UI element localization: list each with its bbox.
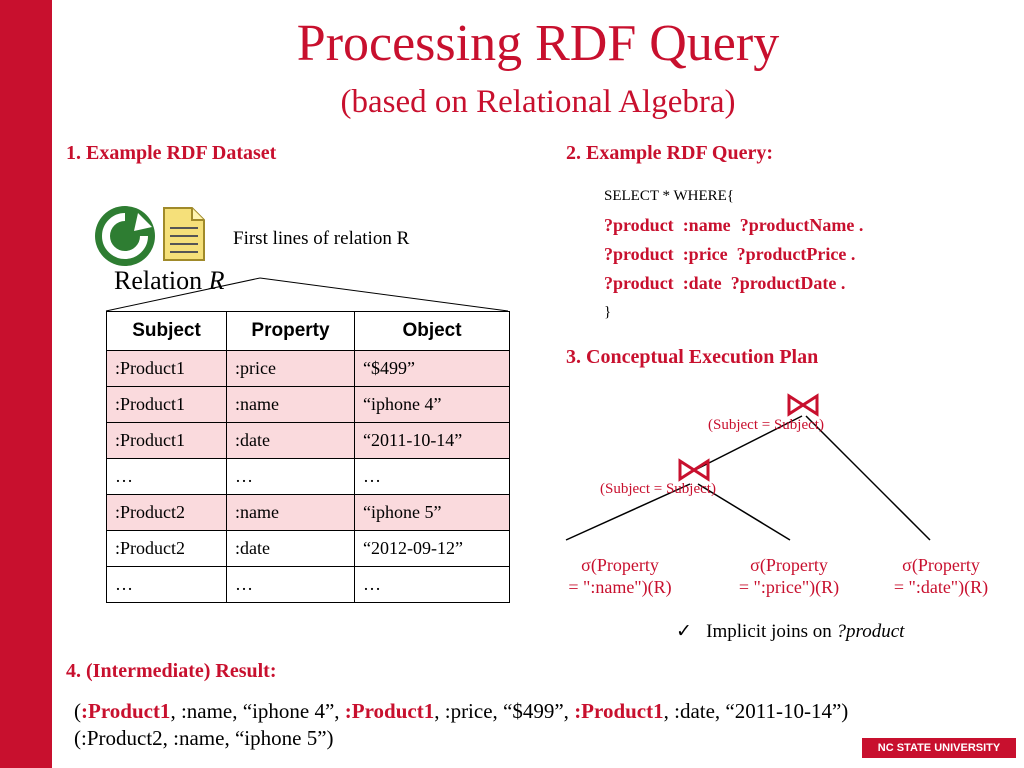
note-text: Implicit joins on (706, 621, 832, 642)
result-text: , :date, “2011-10-14”) (663, 699, 849, 723)
query-obj: ?productName (739, 215, 855, 235)
cell: … (354, 566, 510, 603)
query-prop: :date (682, 273, 722, 293)
paren: ( (74, 699, 81, 723)
join-condition-top: (Subject = Subject) (708, 417, 824, 433)
sparql-query: SELECT * WHERE{ ?product :name ?productN… (604, 182, 863, 327)
cell: … (106, 566, 227, 603)
join-icon (678, 458, 710, 482)
cell: “2012-09-12” (354, 530, 510, 567)
document-icon (163, 207, 205, 261)
result-subject: :Product1 (574, 699, 664, 723)
note-var: ?product (836, 621, 905, 642)
selection-price: σ(Property = ":price")(R) (714, 554, 864, 598)
cell: :date (226, 422, 355, 459)
query-end: . (850, 244, 856, 264)
check-icon: ✓ (676, 621, 692, 642)
cell: “$499” (354, 350, 510, 387)
query-var: ?product (604, 215, 674, 235)
query-line: ?product :name ?productName . (604, 211, 863, 240)
result-subject: :Product1 (344, 699, 435, 723)
cell: :Product1 (106, 422, 227, 459)
cell: :Product1 (106, 386, 227, 423)
result-tuples: (:Product1, :name, “iphone 4”, :Product1… (74, 698, 848, 752)
selection-line1: σ(Property (545, 554, 695, 576)
rdf-table: Subject Property Object :Product1 :price… (106, 311, 510, 603)
query-end: . (858, 215, 864, 235)
sigma: σ (581, 555, 591, 575)
query-select: SELECT * WHERE{ (604, 188, 734, 204)
table-row: … … … (106, 566, 510, 603)
table-annotation: First lines of relation R (233, 228, 410, 249)
query-obj: ?productDate (730, 273, 837, 293)
table-row: :Product2 :date “2012-09-12” (106, 530, 510, 567)
slide-subtitle: (based on Relational Algebra) (340, 84, 736, 120)
sigma: σ (902, 555, 912, 575)
cell: :Product2 (106, 530, 227, 567)
cell: “iphone 5” (354, 494, 510, 531)
result-line1: (:Product1, :name, “iphone 4”, :Product1… (74, 698, 848, 725)
section4-heading: 4. (Intermediate) Result: (66, 660, 277, 682)
result-line2: (:Product2, :name, “iphone 5”) (74, 726, 334, 750)
header-subject: Subject (106, 311, 227, 351)
query-end: . (840, 273, 846, 293)
cell: :Product1 (106, 350, 227, 387)
table-row: :Product1 :date “2011-10-14” (106, 422, 510, 459)
query-obj: ?productPrice (736, 244, 847, 264)
result-text: , :price, “$499”, (434, 699, 575, 723)
query-var: ?product (604, 244, 674, 264)
refresh-icon (95, 206, 155, 266)
cell: :name (226, 386, 355, 423)
implicit-joins-note: ✓ Implicit joins on ?product (676, 620, 904, 643)
join-condition-left: (Subject = Subject) (600, 481, 716, 497)
cell: :price (226, 350, 355, 387)
result-text: , :name, “iphone 4”, (170, 699, 345, 723)
selection-line2: = ":price")(R) (738, 577, 840, 597)
sigma: σ (750, 555, 760, 575)
cell: … (354, 458, 510, 495)
table-row: … … … (106, 458, 510, 495)
query-close: } (604, 304, 612, 320)
cell: “2011-10-14” (354, 422, 510, 459)
left-accent-bar (0, 0, 52, 768)
selection-expr: (Property (590, 555, 659, 575)
selection-line2: = ":date")(R) (893, 577, 989, 597)
join-icon (787, 393, 819, 417)
selection-expr: (Property (911, 555, 980, 575)
query-var: ?product (604, 273, 674, 293)
result-subject: :Product1 (81, 699, 171, 723)
query-prop: :price (682, 244, 728, 264)
selection-date: σ(Property = ":date")(R) (866, 554, 1016, 598)
selection-line1: σ(Property (714, 554, 864, 576)
selection-name: σ(Property = ":name")(R) (545, 554, 695, 598)
selection-expr: (Property (759, 555, 828, 575)
university-logo: NC STATE UNIVERSITY (862, 738, 1016, 758)
section2-heading: 2. Example RDF Query: (566, 142, 774, 164)
section3-heading: 3. Conceptual Execution Plan (566, 346, 819, 368)
section1-heading: 1. Example RDF Dataset (66, 142, 277, 164)
table-row: :Product1 :price “$499” (106, 350, 510, 387)
selection-line2: = ":name")(R) (568, 577, 672, 597)
slide-title: Processing RDF Query (296, 15, 780, 72)
query-line: ?product :price ?productPrice . (604, 240, 863, 269)
cell: “iphone 4” (354, 386, 510, 423)
query-prop: :name (682, 215, 731, 235)
selection-line1: σ(Property (866, 554, 1016, 576)
cell: … (106, 458, 227, 495)
table-row: :Product1 :name “iphone 4” (106, 386, 510, 423)
query-line: ?product :date ?productDate . (604, 269, 863, 298)
